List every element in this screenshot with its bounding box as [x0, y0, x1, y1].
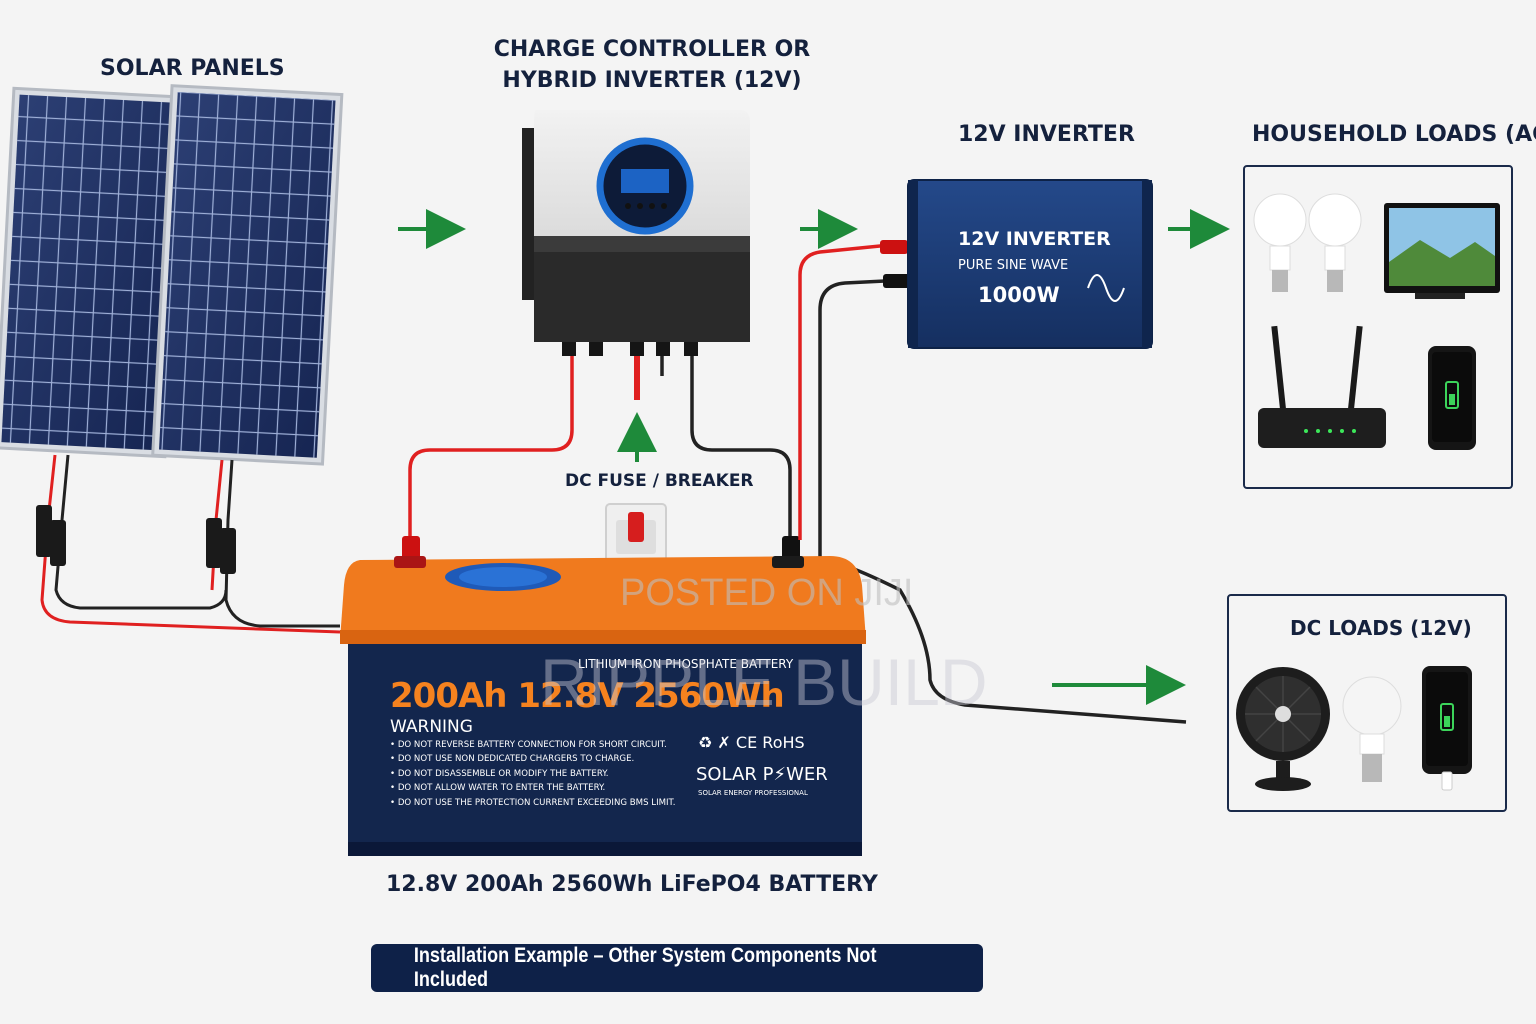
battery-warning-item: DO NOT DISASSEMBLE OR MODIFY THE BATTERY… [390, 767, 676, 781]
label-battery-caption: 12.8V 200Ah 2560Wh LiFePO4 BATTERY [386, 872, 878, 897]
label-controller: CHARGE CONTROLLER OR HYBRID INVERTER (12… [472, 34, 832, 96]
inverter-power: 1000W [978, 283, 1060, 307]
battery-warning-item: DO NOT ALLOW WATER TO ENTER THE BATTERY. [390, 781, 676, 795]
led-bulb-icon [1308, 193, 1362, 292]
label-controller-line2: HYBRID INVERTER (12V) [502, 68, 802, 93]
dc-bulb-icon [1342, 676, 1402, 782]
label-dc-loads: DC LOADS (12V) [1290, 616, 1472, 640]
inverter-unit [907, 179, 1153, 349]
flow-arrows [398, 209, 1230, 705]
watermark-posted: POSTED ON JIJI [620, 572, 914, 614]
smartphone-icon [1422, 666, 1472, 791]
household-loads-box [1243, 165, 1513, 489]
battery-warning-item: DO NOT REVERSE BATTERY CONNECTION FOR SH… [390, 738, 676, 752]
panel-wiring [36, 454, 341, 634]
solar-panel-left [0, 86, 186, 459]
battery-brand-sub: SOLAR ENERGY PROFESSIONAL [698, 789, 808, 797]
battery-warning-list: DO NOT REVERSE BATTERY CONNECTION FOR SH… [390, 738, 676, 810]
dc-breaker [605, 503, 667, 571]
battery-warning-item: DO NOT USE THE PROTECTION CURRENT EXCEED… [390, 796, 676, 810]
inverter-wiring [798, 240, 1187, 724]
label-controller-line1: CHARGE CONTROLLER OR [493, 37, 811, 62]
footer-text: Installation Example – Other System Comp… [413, 944, 877, 991]
charge-controller [522, 110, 750, 356]
smartphone-icon [1428, 346, 1476, 450]
battery-warning-item: DO NOT USE NON DEDICATED CHARGERS TO CHA… [390, 752, 676, 766]
led-bulb-icon [1253, 193, 1307, 292]
battery-spec: 200Ah 12.8V 2560Wh [390, 676, 785, 716]
label-household-loads: HOUSEHOLD LOADS (AC) [1252, 122, 1536, 147]
dc-loads-icons [1236, 666, 1472, 791]
battery-brand: SOLAR P⚡WER [696, 764, 828, 785]
label-solar-panels: SOLAR PANELS [100, 56, 285, 81]
router-icon [1258, 325, 1386, 448]
inverter-title: 12V INVERTER [958, 228, 1111, 250]
battery-certs: ♻ ✗ CE RoHS [698, 733, 805, 752]
fan-icon [1236, 667, 1330, 791]
watermark-brand: RIPPLE BUILD [540, 645, 988, 719]
ac-loads-icons [1253, 193, 1500, 450]
label-dc-fuse: DC FUSE / BREAKER [565, 471, 754, 491]
controller-wiring [402, 356, 800, 560]
battery-type-line: LITHIUM IRON PHOSPHATE BATTERY [578, 657, 794, 671]
solar-panel-right [151, 84, 344, 466]
label-inverter: 12V INVERTER [958, 122, 1135, 147]
television-icon [1384, 203, 1500, 299]
footer-banner: Installation Example – Other System Comp… [371, 944, 983, 992]
inverter-subtitle: PURE SINE WAVE [958, 258, 1069, 273]
battery-warning-title: WARNING [390, 717, 473, 737]
dc-loads-box [1227, 594, 1507, 812]
